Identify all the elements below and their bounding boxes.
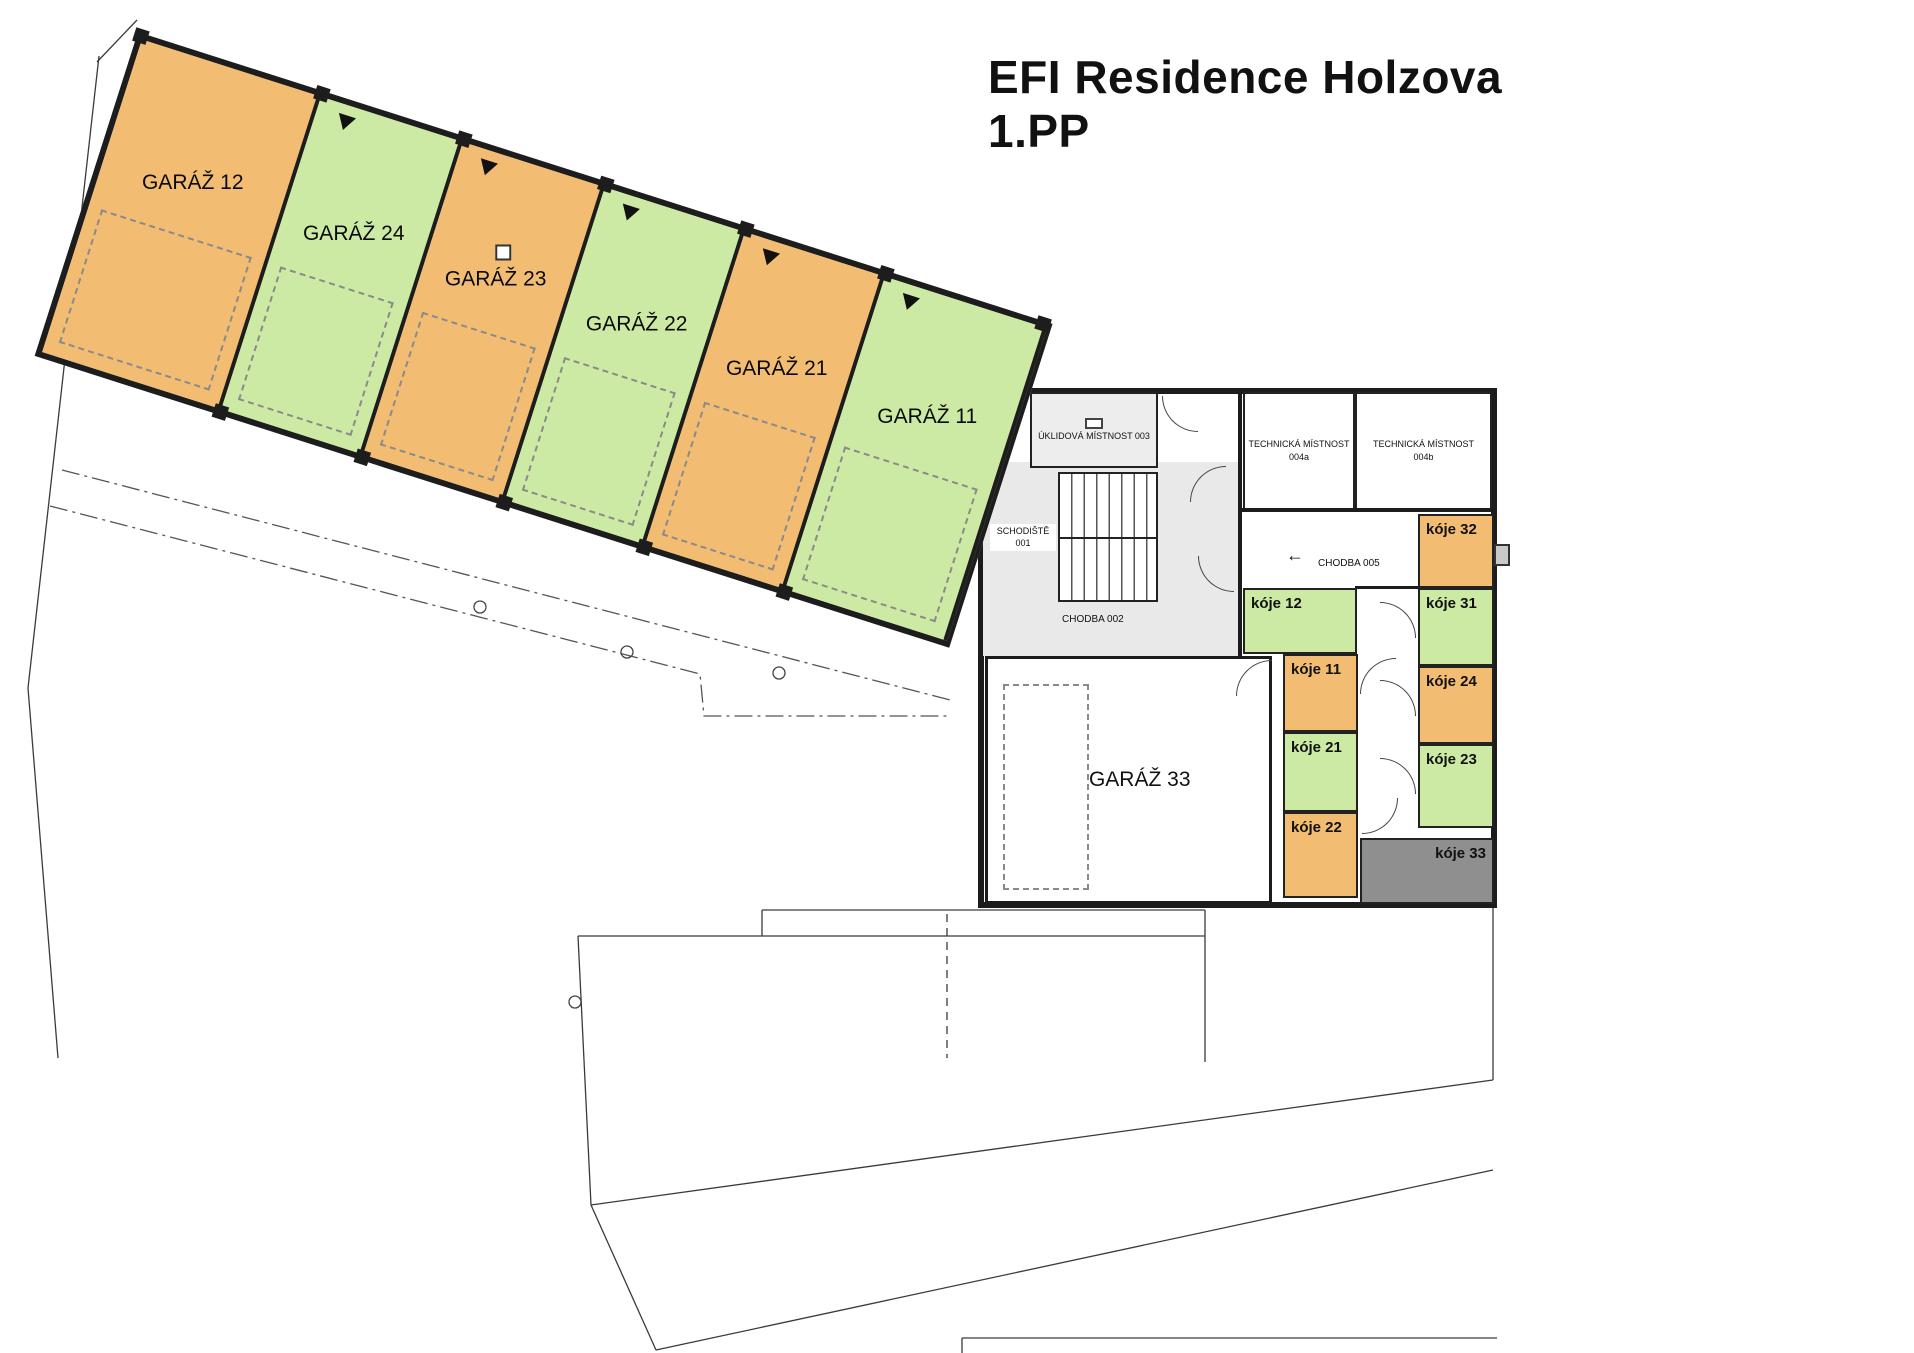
- room-koje-33: kóje 33: [1360, 838, 1494, 904]
- room-chodba-002-label: CHODBA 002: [1062, 614, 1124, 625]
- parking-space-outline: [237, 266, 394, 436]
- shaft-stub: [1494, 544, 1510, 566]
- garage-label: GARÁŽ 22: [585, 312, 687, 336]
- room-koje-31: kóje 31: [1418, 588, 1494, 666]
- vent-triangle-icon: [476, 158, 499, 178]
- room-koje-24: kóje 24: [1418, 666, 1494, 744]
- koje-label: kóje 33: [1435, 845, 1486, 862]
- room-technicka-mistnost-004b: TECHNICKÁ MÍSTNOST 004b: [1355, 392, 1492, 510]
- plan-title-project: EFI Residence Holzova: [988, 51, 1503, 103]
- koje-label: kóje 24: [1426, 673, 1477, 690]
- koje-label: kóje 32: [1426, 521, 1477, 538]
- garage-label: GARÁŽ 33: [1088, 768, 1191, 791]
- sink-icon: [1085, 417, 1103, 429]
- room-number: 001: [1015, 537, 1031, 548]
- staircase: [1058, 472, 1158, 602]
- parking-space-outline: [661, 401, 816, 571]
- setback-dashdot-lines: [49, 469, 951, 717]
- room-uklidova-mistnost-003: ÚKLIDOVÁ MÍSTNOST 003: [1030, 392, 1158, 468]
- koje-label: kóje 22: [1291, 819, 1342, 836]
- manhole-circles: [473, 600, 786, 1009]
- garage-label: GARÁŽ 12: [141, 171, 244, 195]
- parking-space-outline: [1003, 684, 1089, 890]
- vent-triangle-icon: [334, 112, 357, 133]
- parking-space-outline: [379, 311, 536, 482]
- parking-space-outline: [801, 446, 978, 623]
- vent-triangle-icon: [758, 248, 780, 268]
- interior-wall: [1238, 508, 1494, 512]
- garage-label: GARÁŽ 21: [725, 357, 827, 381]
- interior-wall: [1238, 390, 1242, 658]
- room-label: ÚKLIDOVÁ MÍSTNOST 003: [1038, 430, 1150, 441]
- garage-label: GARÁŽ 11: [877, 405, 978, 429]
- koje-label: kóje 21: [1291, 739, 1342, 756]
- koje-label: kóje 11: [1291, 661, 1342, 678]
- shaft-icon: [494, 244, 511, 261]
- koje-label: kóje 31: [1426, 595, 1477, 612]
- koje-label: kóje 12: [1251, 595, 1302, 612]
- room-koje-21: kóje 21: [1283, 732, 1358, 812]
- parking-space-outline: [521, 356, 676, 526]
- plan-title-floor: 1.PP: [988, 105, 1090, 158]
- room-label: TECHNICKÁ MÍSTNOST: [1248, 438, 1350, 449]
- room-koje-23: kóje 23: [1418, 744, 1494, 828]
- room-chodba-005-label: CHODBA 005: [1318, 558, 1380, 569]
- room-garaz-33: GARÁŽ 33: [985, 656, 1272, 904]
- room-label: SCHODIŠTĚ: [996, 526, 1050, 536]
- room-koje-11: kóje 11: [1283, 654, 1358, 732]
- room-koje-22: kóje 22: [1283, 812, 1358, 898]
- room-technicka-mistnost-004a: TECHNICKÁ MÍSTNOST 004a: [1243, 392, 1355, 510]
- room-number: 004b: [1413, 452, 1434, 462]
- direction-arrow-icon: ←: [1286, 545, 1304, 565]
- room-schodiste-001-label: SCHODIŠTĚ 001: [990, 524, 1056, 552]
- room-label: TECHNICKÁ MÍSTNOST: [1372, 438, 1474, 449]
- garage-label: GARÁŽ 24: [302, 222, 404, 246]
- plan-title: EFI Residence Holzova 1.PP: [988, 50, 1502, 159]
- room-koje-12: kóje 12: [1243, 588, 1357, 654]
- vent-triangle-icon: [898, 292, 921, 313]
- parking-space-outline: [58, 209, 252, 391]
- koje-label: kóje 23: [1426, 751, 1477, 768]
- room-koje-32: kóje 32: [1418, 514, 1494, 588]
- garage-label: GARÁŽ 23: [444, 267, 546, 291]
- room-number: 004a: [1288, 452, 1310, 462]
- vent-triangle-icon: [618, 203, 640, 224]
- ramp-lines: [577, 908, 1497, 1353]
